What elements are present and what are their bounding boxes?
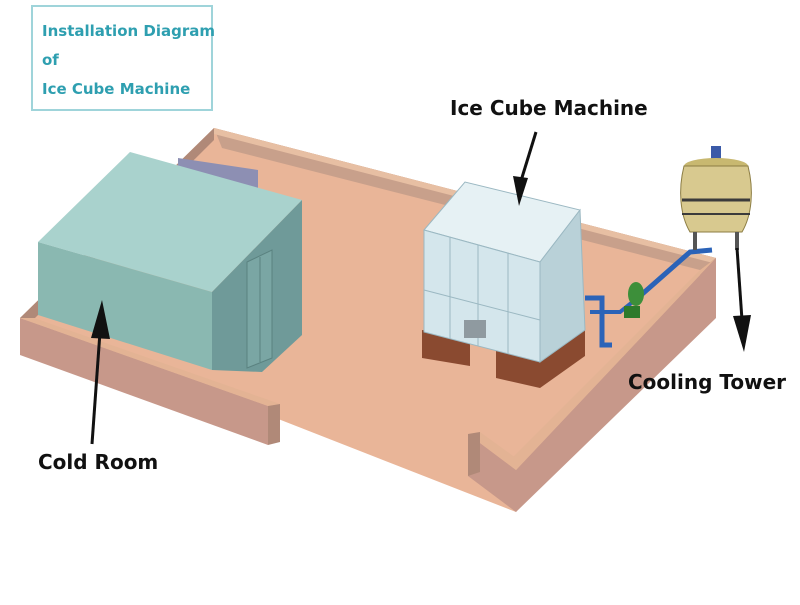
right-wall-outer: [516, 258, 716, 512]
water-pipe: [585, 295, 612, 348]
front-left-wall-outer: [20, 318, 268, 445]
machine-side: [539, 208, 586, 363]
pump-body: [624, 306, 640, 318]
machine-panel-line: [423, 289, 541, 321]
cooling-tower-leg: [693, 232, 697, 250]
right-wall-top: [500, 258, 716, 470]
front-right-wall-end: [468, 432, 480, 476]
cold-room-arrow: [90, 300, 110, 445]
cold-room-front: [38, 242, 212, 370]
tower-pipe: [638, 247, 713, 298]
pump-motor: [628, 282, 644, 306]
cooling-tower-arrow: [733, 247, 751, 352]
title-line-3: Ice Cube Machine: [42, 80, 191, 98]
title-line-2: of: [42, 51, 59, 69]
diagram-title-box: Installation Diagram of Ice Cube Machine: [31, 5, 216, 111]
label-cooling-tower: Cooling Tower: [628, 370, 787, 394]
label-ice-cube-machine: Ice Cube Machine: [450, 96, 648, 120]
machine-control-box: [464, 320, 486, 338]
ice-cube-machine-arrow: [513, 131, 538, 206]
cold-room-top: [38, 152, 302, 292]
cold-room-rear-block: [178, 158, 258, 188]
title-line-1: Installation Diagram: [42, 22, 216, 40]
front-left-wall-top: [20, 318, 280, 406]
label-cold-room: Cold Room: [38, 450, 159, 474]
cooling-tower-leg: [735, 232, 739, 250]
front-left-wall-end: [268, 404, 280, 445]
cooling-tower-motor: [711, 146, 721, 162]
machine-base-right: [496, 330, 585, 388]
